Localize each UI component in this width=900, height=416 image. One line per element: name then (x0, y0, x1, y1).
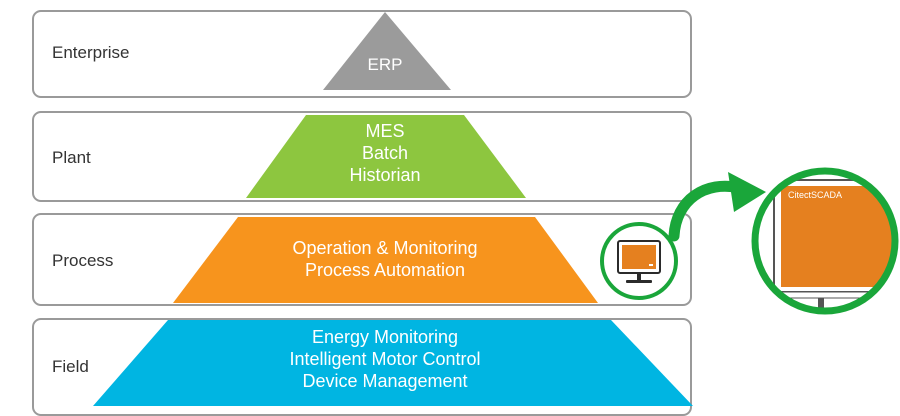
process-text: Operation & Monitoring Process Automatio… (235, 237, 535, 281)
tier-label-plant: Plant (52, 148, 91, 167)
tier-label-process: Process (52, 251, 114, 270)
scada-app-label: CitectSCADA (788, 190, 843, 200)
field-text: Energy Monitoring Intelligent Motor Cont… (235, 326, 535, 392)
monitor-icon (600, 222, 678, 300)
field-line-motor: Intelligent Motor Control (289, 349, 481, 369)
tier-label-field: Field (52, 357, 89, 376)
field-line-device: Device Management (302, 371, 468, 391)
erp-text: ERP (235, 54, 535, 76)
erp-line: ERP (367, 55, 403, 74)
field-line-energy: Energy Monitoring (311, 327, 459, 347)
plant-text: MES Batch Historian (235, 120, 535, 186)
scada-zoom-callout (751, 167, 899, 315)
plant-line-mes: MES (365, 121, 405, 141)
plant-line-historian: Historian (349, 165, 421, 185)
plant-line-batch: Batch (361, 143, 409, 163)
process-line-automation: Process Automation (304, 260, 466, 280)
tier-label-enterprise: Enterprise (52, 43, 130, 62)
process-line-operation: Operation & Monitoring (292, 238, 478, 258)
